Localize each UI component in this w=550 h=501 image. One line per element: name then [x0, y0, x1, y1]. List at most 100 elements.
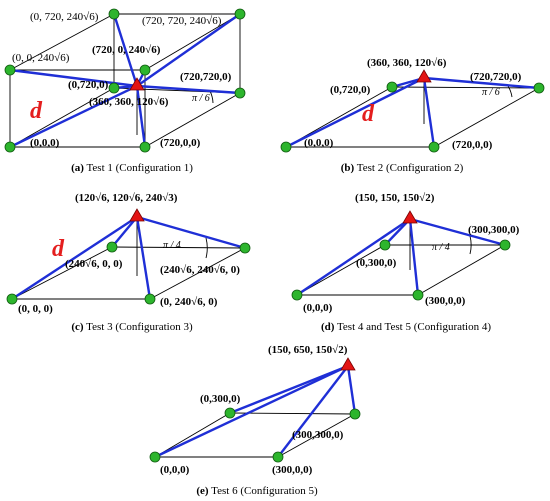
- coord-label: (0, 0, 0): [18, 303, 53, 315]
- cable: [111, 216, 138, 248]
- anchor-node: [139, 141, 151, 153]
- cable: [296, 218, 411, 296]
- anchor-node: [4, 141, 16, 153]
- panel-d: (150, 150, 150√2) (300,300,0) (0,300,0) …: [291, 192, 520, 333]
- anchor-node: [428, 141, 440, 153]
- anchor-node: [291, 289, 303, 301]
- cable: [136, 215, 246, 250]
- cable: [136, 13, 241, 87]
- coord-label: (720, 720, 240√6): [142, 15, 222, 27]
- coord-label: (0,0,0): [303, 302, 333, 314]
- distance-label: d: [52, 236, 65, 262]
- anchor-node: [234, 8, 246, 20]
- cable: [229, 364, 349, 415]
- caption-c: (c) Test 3 (Configuration 3): [71, 321, 193, 333]
- coord-label: (150, 150, 150√2): [355, 192, 435, 204]
- angle-label: π / 4: [432, 242, 450, 253]
- coord-label: (300,0,0): [272, 464, 313, 476]
- base-edge: [111, 246, 246, 249]
- box-edge: [144, 92, 241, 148]
- cable: [346, 365, 357, 415]
- coord-label: (0,0,0): [304, 137, 334, 149]
- anchor-node: [224, 407, 236, 419]
- cable: [9, 84, 138, 149]
- caption-e: (e) Test 6 (Configuration 5): [196, 485, 318, 497]
- anchor-node: [108, 8, 120, 20]
- coord-label: (720, 0, 240√6): [92, 44, 161, 56]
- coord-label: (720,720,0): [470, 71, 522, 83]
- end-effector: [129, 77, 145, 91]
- angle-arc: [209, 90, 214, 104]
- base-edge: [154, 412, 231, 458]
- base-edge: [433, 87, 540, 148]
- anchor-node: [108, 82, 120, 94]
- coord-label: (720,0,0): [452, 139, 493, 151]
- anchor-node: [239, 242, 251, 254]
- box-edge: [144, 13, 241, 71]
- coord-label: (0, 720, 240√6): [30, 11, 99, 23]
- coord-label: (0,720,0): [68, 79, 109, 91]
- coord-label: (240√6, 240√6, 0): [160, 264, 240, 276]
- coord-label: (150, 650, 150√2): [268, 344, 348, 356]
- angle-label: π / 6: [482, 87, 500, 98]
- coord-label: (360, 360, 120√6): [89, 96, 169, 108]
- anchor-node: [412, 289, 424, 301]
- panel-e: (150, 650, 150√2) (0,300,0) (300,300,0) …: [149, 344, 361, 497]
- angle-label: π / 4: [163, 240, 181, 251]
- base-edge: [391, 86, 540, 89]
- box-edge: [9, 13, 115, 71]
- caption-b: (b) Test 2 (Configuration 2): [341, 162, 464, 174]
- panel-b: (360, 360, 120√6) (0,720,0) (720,720,0) …: [280, 57, 545, 174]
- angle-label: π / 6: [192, 93, 210, 104]
- coord-label: (0, 0, 240√6): [12, 52, 70, 64]
- anchor-node: [106, 241, 118, 253]
- anchor-node: [533, 82, 545, 94]
- base-edge: [296, 244, 386, 296]
- cable: [409, 217, 506, 247]
- base-edge: [11, 246, 113, 300]
- caption-d: (d) Test 4 and Test 5 (Configuration 4): [321, 321, 491, 333]
- cable: [285, 76, 425, 149]
- coord-label: (0,300,0): [356, 257, 397, 269]
- anchor-node: [272, 451, 284, 463]
- coord-label: (300,300,0): [468, 224, 520, 236]
- coord-label: (300,300,0): [292, 429, 344, 441]
- anchor-node: [349, 408, 361, 420]
- coord-label: (720,0,0): [160, 137, 201, 149]
- coord-label: (0,720,0): [330, 84, 371, 96]
- coord-label: (0,300,0): [200, 393, 241, 405]
- anchor-node: [379, 239, 391, 251]
- end-effector: [416, 69, 432, 83]
- caption-a: (a) Test 1 (Configuration 1): [71, 162, 193, 174]
- coord-label: (300,0,0): [425, 295, 466, 307]
- anchor-node: [234, 87, 246, 99]
- base-edge: [417, 244, 506, 296]
- cable: [112, 13, 139, 87]
- cable: [135, 216, 152, 300]
- coord-label: (0,0,0): [30, 137, 60, 149]
- anchor-node: [386, 81, 398, 93]
- box-edge: [9, 87, 115, 148]
- coord-label: (0,0,0): [160, 464, 190, 476]
- coord-label: (240√6, 0, 0): [65, 258, 123, 270]
- anchor-node: [280, 141, 292, 153]
- base-edge: [277, 413, 356, 458]
- anchor-node: [139, 64, 151, 76]
- cable: [422, 77, 436, 148]
- end-effector: [129, 208, 145, 222]
- coord-label: (360, 360, 120√6): [367, 57, 447, 69]
- coord-label: (120√6, 120√6, 240√3): [75, 192, 178, 204]
- end-effector: [340, 357, 356, 371]
- cable: [135, 85, 147, 148]
- anchor-node: [499, 239, 511, 251]
- anchor-node: [4, 64, 16, 76]
- panel-c: (120√6, 120√6, 240√3) (240√6, 0, 0) (240…: [6, 192, 251, 333]
- cable: [423, 76, 540, 90]
- coord-label: (720,720,0): [180, 71, 232, 83]
- distance-label: d: [362, 101, 375, 127]
- distance-label: d: [30, 98, 43, 124]
- panel-a: (0, 720, 240√6) (720, 720, 240√6) (0, 0,…: [4, 8, 246, 174]
- cable: [11, 215, 138, 301]
- cable: [408, 218, 420, 296]
